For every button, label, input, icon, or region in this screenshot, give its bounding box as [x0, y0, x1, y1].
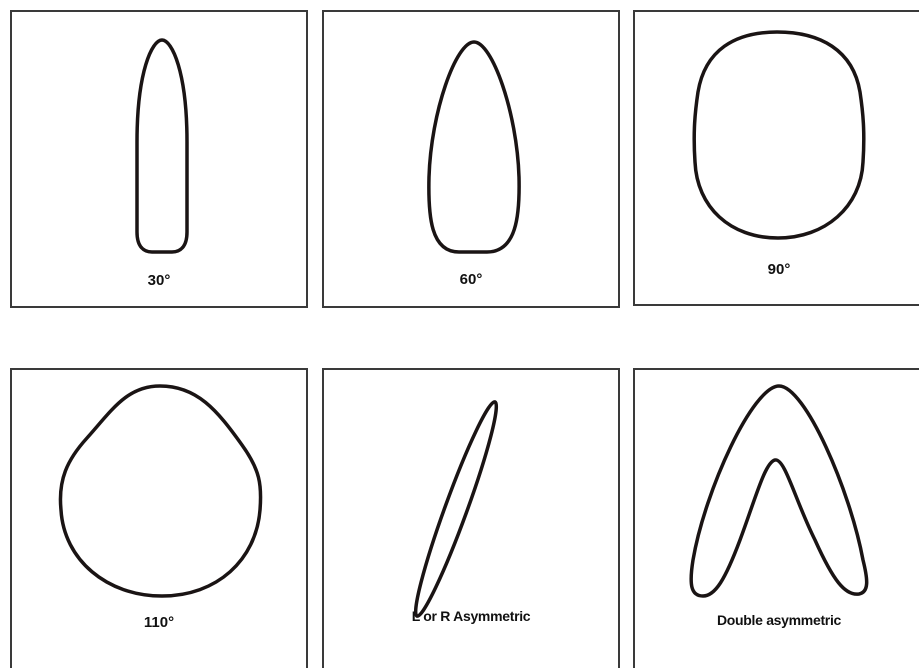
panel-double-asymmetric: Double asymmetric: [633, 368, 919, 668]
panel-label: Double asymmetric: [635, 612, 919, 628]
panel-label: 90°: [635, 261, 919, 278]
panel-label: 60°: [324, 271, 618, 288]
panel-label: 30°: [12, 272, 306, 289]
panel-60-degree: 60°: [322, 10, 620, 308]
panel-asymmetric: L or R Asymmetric: [322, 368, 620, 668]
panel-90-degree: 90°: [633, 10, 919, 306]
panel-label: L or R Asymmetric: [324, 608, 618, 624]
panel-label: 110°: [12, 614, 306, 631]
panel-30-degree: 30°: [10, 10, 308, 308]
shape-teardrop-60: [324, 12, 618, 306]
shape-narrow-ellipse-30: [12, 12, 306, 306]
panel-110-degree: 110°: [10, 368, 308, 668]
